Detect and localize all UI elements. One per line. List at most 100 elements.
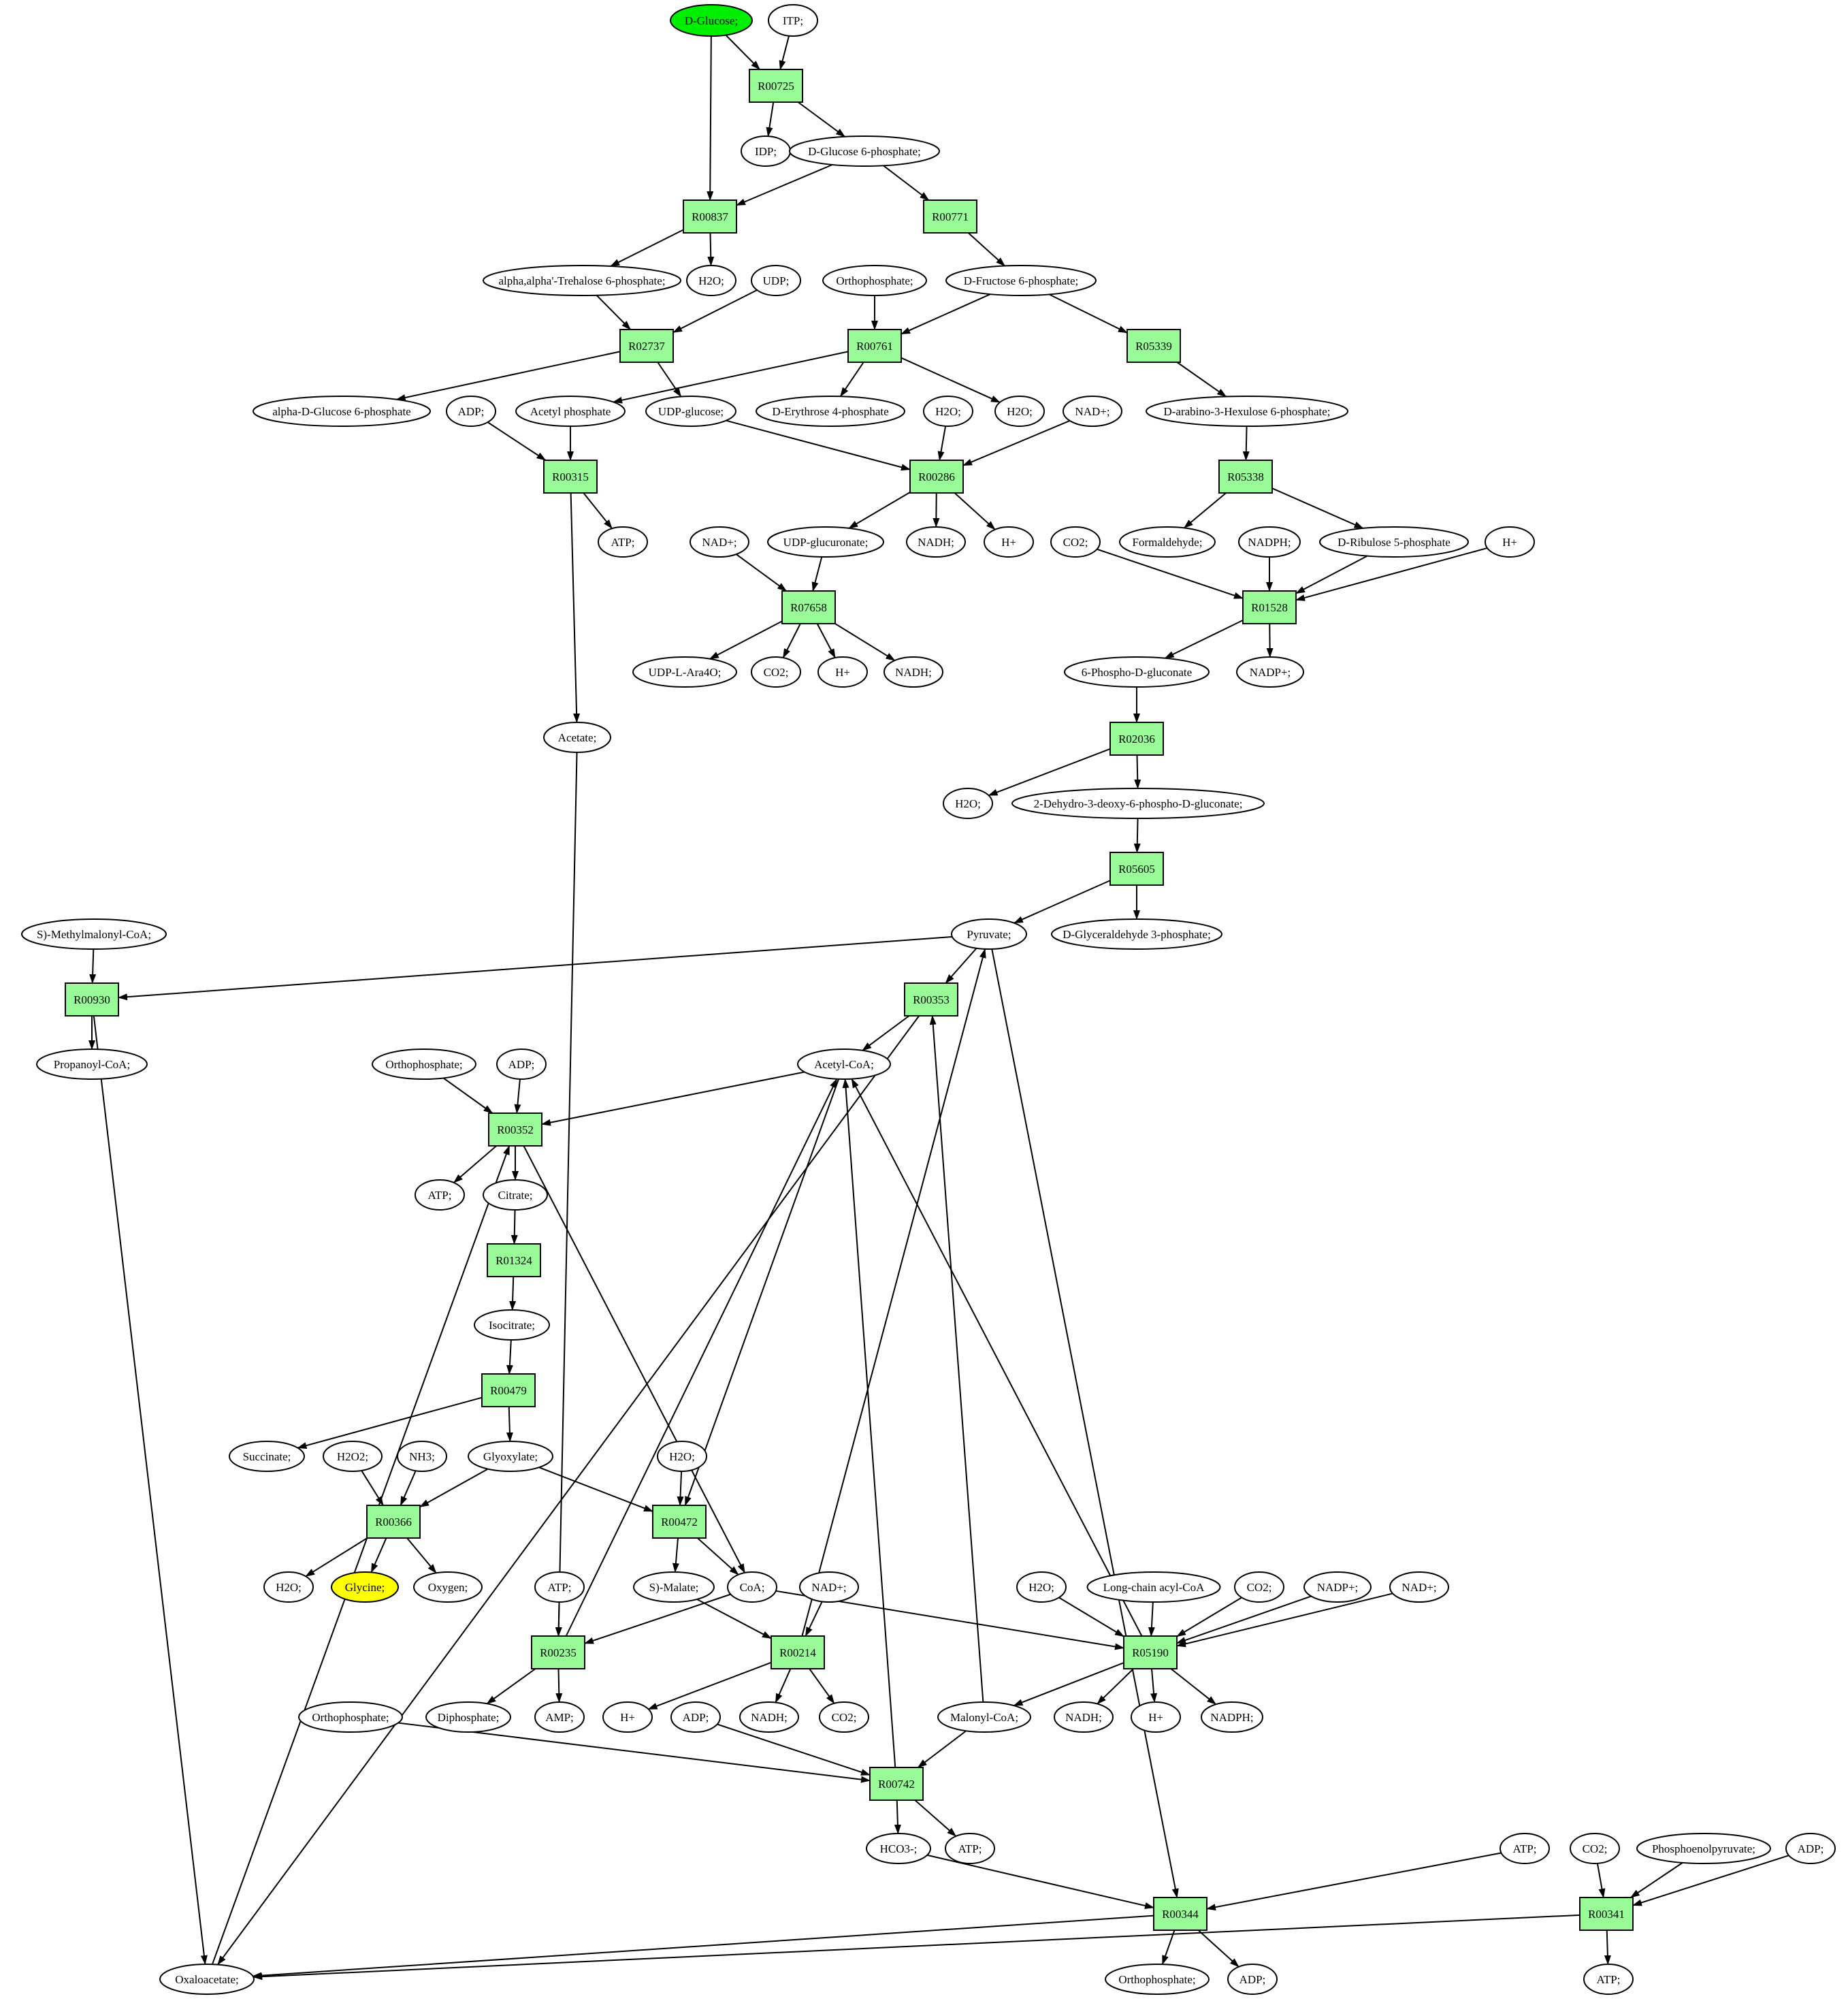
compound-ellipse (1319, 526, 1469, 558)
node-label: Long-chain acyl-CoA (1103, 1581, 1205, 1594)
edge-R00235-to-amp (555, 1668, 563, 1703)
compound-node-lcacoa: Long-chain acyl-CoA (1086, 1571, 1221, 1603)
edge-R07658-to-nadh_b (834, 623, 896, 661)
reaction-node-R00930: R00930 (65, 982, 119, 1016)
node-label: H2O; (955, 797, 981, 810)
compound-ellipse (413, 1571, 483, 1603)
reaction-node-R02737: R02737 (619, 329, 674, 363)
compound-node-h2o2: H2O2; (323, 1441, 383, 1472)
node-label: Oxaloacetate; (175, 1973, 238, 1986)
edge-R00725-to-idp (766, 101, 775, 138)
reaction-box (1218, 460, 1273, 494)
compound-node-adp_e: ADP; (1227, 1964, 1278, 1995)
node-label: ADP; (683, 1711, 709, 1724)
node-label: R02737 (628, 340, 665, 353)
reaction-box (65, 982, 119, 1016)
reaction-node-R05338: R05338 (1218, 460, 1273, 494)
compound-node-f6p: D-Fructose 6-phosphate; (945, 265, 1097, 296)
compound-node-atp_b: ATP; (415, 1179, 465, 1211)
node-label: Glycine; (345, 1581, 385, 1594)
compound-node-coa: CoA; (727, 1571, 777, 1603)
reaction-node-R02036: R02036 (1109, 722, 1164, 756)
reaction-node-R05339: R05339 (1126, 329, 1181, 363)
node-label: NADH; (895, 666, 932, 679)
edge-smal-to-R00214 (696, 1599, 772, 1639)
reaction-node-R05190: R05190 (1123, 1635, 1178, 1669)
compound-node-oaa: Oxaloacetate; (159, 1964, 255, 1995)
edge-glc-to-R00837 (707, 35, 714, 201)
edge-R00344-to-orth_d (1161, 1930, 1176, 1966)
node-label: alpha,alpha'-Trehalose 6-phosphate; (498, 274, 665, 287)
compound-node-h2o_b: H2O; (923, 396, 973, 427)
compound-node-kdpg: 2-Dehydro-3-deoxy-6-phospho-D-gluconate; (1011, 788, 1265, 819)
node-label: R00341 (1588, 1908, 1625, 1921)
edge-accoa-to-R00472 (684, 1078, 840, 1506)
compound-ellipse (21, 918, 167, 950)
edge-udpgluc-to-R07658 (811, 556, 823, 592)
compound-ellipse (1500, 1833, 1550, 1864)
reaction-box (488, 1112, 542, 1147)
compound-ellipse (483, 265, 681, 296)
node-label: R00353 (913, 993, 950, 1006)
edge-R00235-to-diph (486, 1668, 536, 1705)
edge-R05339-to-hex6p (1176, 362, 1227, 398)
node-label: H+ (1502, 536, 1517, 549)
compound-ellipse (1201, 1701, 1263, 1733)
edge-R00214-to-pyr (801, 948, 986, 1637)
node-label: R00286 (918, 470, 955, 483)
compound-node-hp_e: H+ (1131, 1701, 1181, 1733)
edge-R00837-to-tre6p (610, 229, 684, 267)
compound-ellipse (937, 1701, 1031, 1733)
edge-h2o_b-to-R00286 (937, 426, 947, 461)
compound-ellipse (397, 1441, 447, 1472)
edge-R00286-to-udpgluc (848, 492, 911, 529)
node-label: H+ (1001, 536, 1016, 549)
node-label: Orthophosphate; (836, 274, 913, 287)
edge-pyr-to-R00353 (945, 948, 977, 984)
reaction-node-R00286: R00286 (909, 460, 964, 494)
edge-hp_b-to-R01528 (1295, 547, 1488, 601)
compound-ellipse (298, 1701, 403, 1733)
compound-ellipse (1785, 1833, 1836, 1864)
edge-R00771-to-f6p (967, 232, 1005, 267)
node-label: Phosphoenolpyruvate; (1652, 1842, 1755, 1855)
node-label: NADH; (1065, 1711, 1102, 1724)
compound-ellipse (36, 1048, 148, 1080)
edge-ru5p-to-R01528 (1295, 555, 1368, 594)
compound-node-g3p: D-Glyceraldehyde 3-phosphate; (1051, 918, 1222, 950)
compound-node-amp: AMP; (534, 1701, 585, 1733)
reaction-node-R00214: R00214 (771, 1635, 825, 1669)
edge-R00341-to-oaa (253, 1914, 1580, 1981)
node-label: D-arabino-3-Hexulose 6-phosphate; (1163, 405, 1330, 418)
compound-ellipse (1146, 396, 1348, 427)
reaction-box (904, 982, 958, 1016)
edge-R00344-to-oaa (252, 1915, 1154, 1979)
compound-node-co2_c: CO2; (1234, 1571, 1284, 1603)
node-label: NADP+; (1250, 666, 1291, 679)
compound-node-h2o_a: H2O; (686, 265, 736, 296)
edge-orth_b-to-R00352 (442, 1077, 493, 1114)
reaction-node-R00353: R00353 (904, 982, 958, 1016)
compound-node-icit: Isocitrate; (474, 1309, 550, 1341)
edge-R05190-to-nadh_d (1097, 1668, 1134, 1705)
compound-ellipse (1054, 1701, 1114, 1733)
compound-ellipse (1485, 526, 1535, 558)
compound-ellipse (1050, 526, 1101, 558)
edge-adp_a-to-R00315 (487, 421, 547, 461)
compound-ellipse (602, 1701, 653, 1733)
compound-ellipse (415, 1179, 465, 1211)
compound-ellipse (768, 4, 818, 37)
node-label: CO2; (832, 1711, 857, 1724)
reaction-node-R00366: R00366 (366, 1505, 421, 1539)
edge-smm-to-R00930 (89, 948, 97, 984)
edge-R00761-to-acp (613, 351, 849, 404)
compound-ellipse (819, 1701, 869, 1733)
node-label: alpha-D-Glucose 6-phosphate (272, 405, 410, 418)
compound-node-citr: Citrate; (483, 1179, 548, 1211)
edge-co2_a-to-R01528 (1097, 548, 1244, 599)
node-label: R00479 (490, 1384, 527, 1397)
edge-R01528-to-pgluc (1164, 620, 1244, 659)
edge-glc-to-R00725 (725, 34, 760, 70)
node-label: S)-Methylmalonyl-CoA; (37, 928, 151, 941)
compound-ellipse (1236, 656, 1304, 688)
